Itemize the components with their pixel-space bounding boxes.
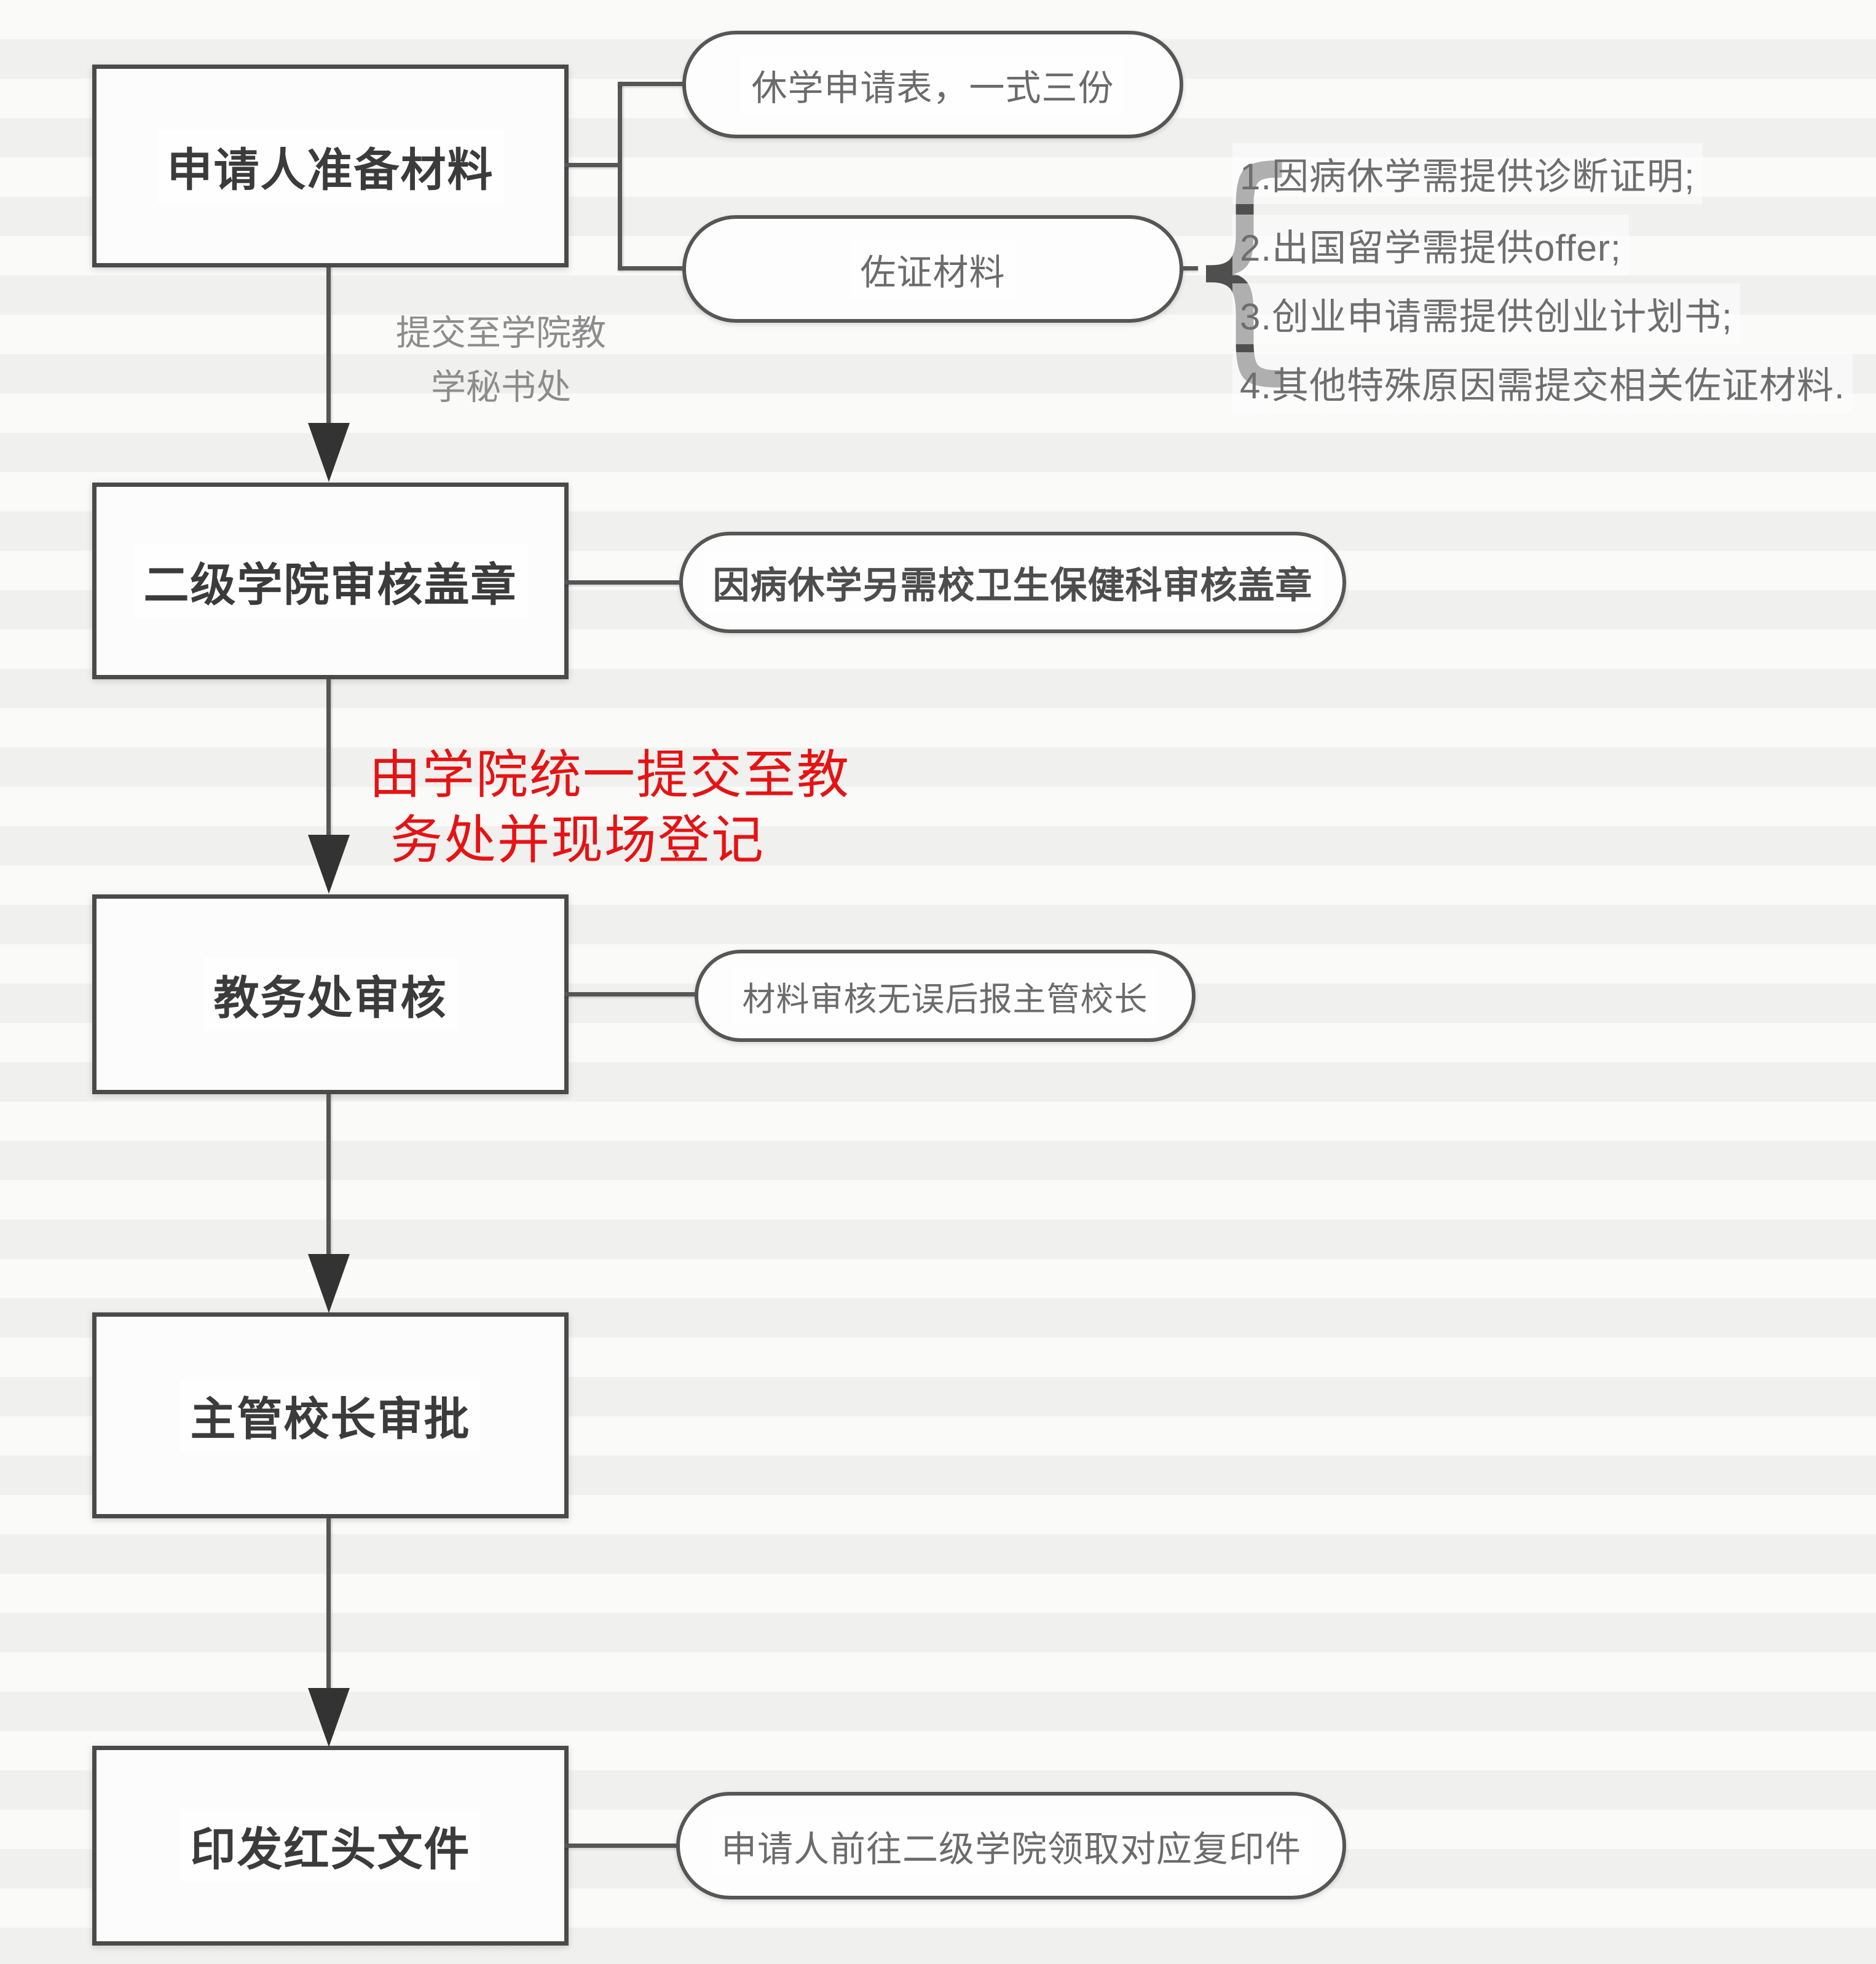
arrow-3-line	[326, 1094, 331, 1255]
evidence-brace: {	[1181, 140, 1307, 386]
connector-evidence-to-brace	[1181, 266, 1198, 270]
connector-step5-to-pickup	[564, 1844, 678, 1848]
step-label-applicant-prepare: 申请人准备材料	[157, 129, 504, 203]
step-label-college-review-stamp: 二级学院审核盖章	[133, 544, 527, 618]
connector-step1-branch	[618, 82, 622, 270]
step-box-applicant-prepare: 申请人准备材料	[92, 65, 569, 267]
arrow-2-head	[308, 835, 350, 894]
pill-health-stamp: 因病休学另需校卫生保健科审核盖章	[679, 532, 1346, 633]
evidence-note-3: 3.创业申请需提供创业计划书;	[1232, 283, 1740, 344]
step-label-president-approve: 主管校长审批	[180, 1379, 481, 1452]
connector-step3-to-report	[564, 992, 696, 996]
step-label-issue-document: 印发红头文件	[180, 1809, 481, 1882]
evidence-note-2: 2.出国留学需提供offer;	[1232, 215, 1629, 275]
arrow-3-head	[308, 1254, 350, 1313]
edge-label-submit-to-secretary: 提交至学院教 学秘书处	[353, 306, 648, 415]
evidence-note-4: 4.其他特殊原因需提交相关佐证材料.	[1232, 352, 1853, 413]
connector-step1-to-form	[618, 82, 684, 86]
evidence-note-1: 1.因病休学需提供诊断证明;	[1232, 143, 1703, 204]
step-box-issue-document: 印发红头文件	[92, 1746, 569, 1946]
pill-report-to-president-label: 材料审核无误后报主管校长	[732, 968, 1158, 1024]
arrow-4-line	[326, 1518, 331, 1689]
step-box-college-review-stamp: 二级学院审核盖章	[92, 483, 569, 679]
edge-label-submit-to-secretary-line2: 学秘书处	[431, 368, 571, 408]
pill-evidence: 佐证材料	[682, 215, 1183, 323]
pill-health-stamp-label: 因病休学另需校卫生保健科审核盖章	[703, 552, 1323, 613]
arrow-1-head	[308, 423, 350, 482]
connector-step2-to-health	[564, 580, 681, 585]
step-box-president-approve: 主管校长审批	[92, 1312, 569, 1518]
pill-pickup-copies: 申请人前往二级学院领取对应复印件	[676, 1792, 1346, 1899]
step-label-registrar-review: 教务处审核	[203, 958, 457, 1031]
pill-application-form: 休学申请表，一式三份	[682, 31, 1183, 138]
pill-application-form-label: 休学申请表，一式三份	[741, 55, 1124, 114]
connector-step1-root	[564, 163, 620, 167]
pill-pickup-copies-label: 申请人前往二级学院领取对应复印件	[711, 1816, 1311, 1875]
connector-step1-to-evidence	[618, 266, 684, 270]
edge-label-submit-to-secretary-line1: 提交至学院教	[396, 314, 606, 353]
pill-report-to-president: 材料审核无误后报主管校长	[695, 950, 1196, 1042]
pill-evidence-label: 佐证材料	[850, 239, 1015, 299]
edge-label-college-submit-line1: 由学院统一提交至教	[369, 746, 851, 805]
arrow-4-head	[308, 1688, 350, 1747]
edge-label-college-submit-line2: 务处并现场登记	[390, 811, 765, 870]
arrow-1-line	[326, 267, 331, 426]
step-box-registrar-review: 教务处审核	[92, 894, 569, 1094]
arrow-2-line	[326, 679, 331, 838]
